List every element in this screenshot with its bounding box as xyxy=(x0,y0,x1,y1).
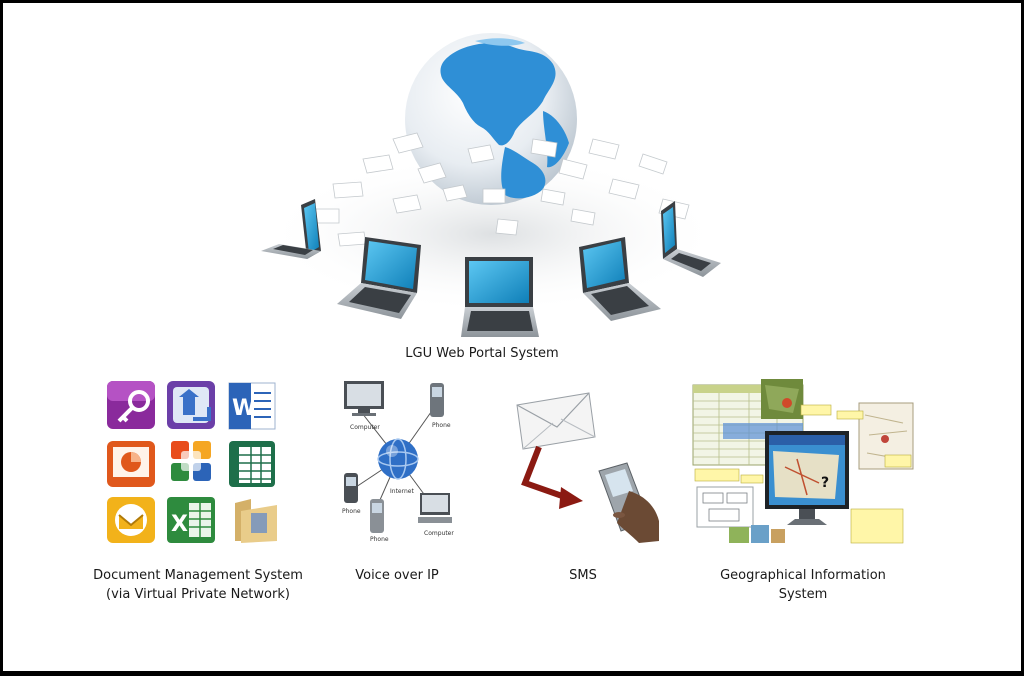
infopath-icon xyxy=(167,381,215,429)
voip-illustration: Computer Phone Internet Phone Phone Comp… xyxy=(328,375,468,547)
svg-text:W: W xyxy=(232,396,256,421)
sms-illustration xyxy=(503,375,663,547)
gis-caption-line1: Geographical Information xyxy=(703,566,903,585)
dms-caption: Document Management System (via Virtual … xyxy=(65,566,331,604)
powerpoint-icon xyxy=(107,441,155,487)
phone-icon-top xyxy=(430,383,444,417)
envelope-icon xyxy=(517,393,595,449)
globe-network-graphic xyxy=(243,19,743,339)
voip-label-phone-left: Phone xyxy=(342,508,361,515)
mobile-phone-icon xyxy=(599,463,659,543)
voip-network-diagram: Computer Phone Internet Phone Phone Comp… xyxy=(328,375,468,547)
diagram-canvas: LGU Web Portal System W xyxy=(3,3,1021,671)
laptop-icon-3 xyxy=(461,257,539,337)
word-icon: W xyxy=(229,383,275,429)
dms-caption-line2: (via Virtual Private Network) xyxy=(65,585,331,604)
computer-icon-top xyxy=(344,381,384,416)
voip-label-phone-bottom: Phone xyxy=(370,536,389,543)
sms-caption: SMS xyxy=(523,566,643,585)
office-apps-grid: W xyxy=(101,375,283,547)
phone-icon-bottom xyxy=(370,499,384,533)
gis-thumbnails xyxy=(729,525,785,543)
office-logo-icon xyxy=(171,441,211,481)
document-management-illustration: W xyxy=(101,375,283,547)
gis-illustration: ? xyxy=(689,375,917,547)
svg-text:X: X xyxy=(171,512,188,537)
voip-caption: Voice over IP xyxy=(327,566,467,585)
voip-label-computer-top: Computer xyxy=(350,424,380,431)
internet-globe-icon xyxy=(378,439,418,479)
gis-aerial-photo xyxy=(761,379,803,419)
phone-icon-left xyxy=(344,473,358,503)
web-portal-caption: LGU Web Portal System xyxy=(342,344,622,363)
voip-label-computer-bottom: Computer xyxy=(424,530,454,537)
gis-caption-line2: System xyxy=(703,585,903,604)
voip-label-phone-top: Phone xyxy=(432,422,451,429)
access-icon xyxy=(107,381,155,429)
voip-label-internet: Internet xyxy=(390,488,414,495)
sms-graphic xyxy=(503,375,663,547)
gis-monitor-icon: ? xyxy=(765,431,849,525)
web-portal-illustration xyxy=(243,19,743,339)
outlook-icon xyxy=(107,497,155,543)
gis-form-panel xyxy=(697,487,753,527)
spreadsheet-icon xyxy=(229,441,275,487)
arrow-icon xyxy=(525,447,583,509)
gis-collage: ? xyxy=(689,375,917,547)
svg-text:?: ? xyxy=(821,475,829,491)
dms-caption-line1: Document Management System xyxy=(65,566,331,585)
folder-icon xyxy=(235,499,277,543)
gis-caption: Geographical Information System xyxy=(703,566,903,604)
computer-icon-bottom xyxy=(418,493,452,523)
excel-icon: X xyxy=(167,497,215,543)
